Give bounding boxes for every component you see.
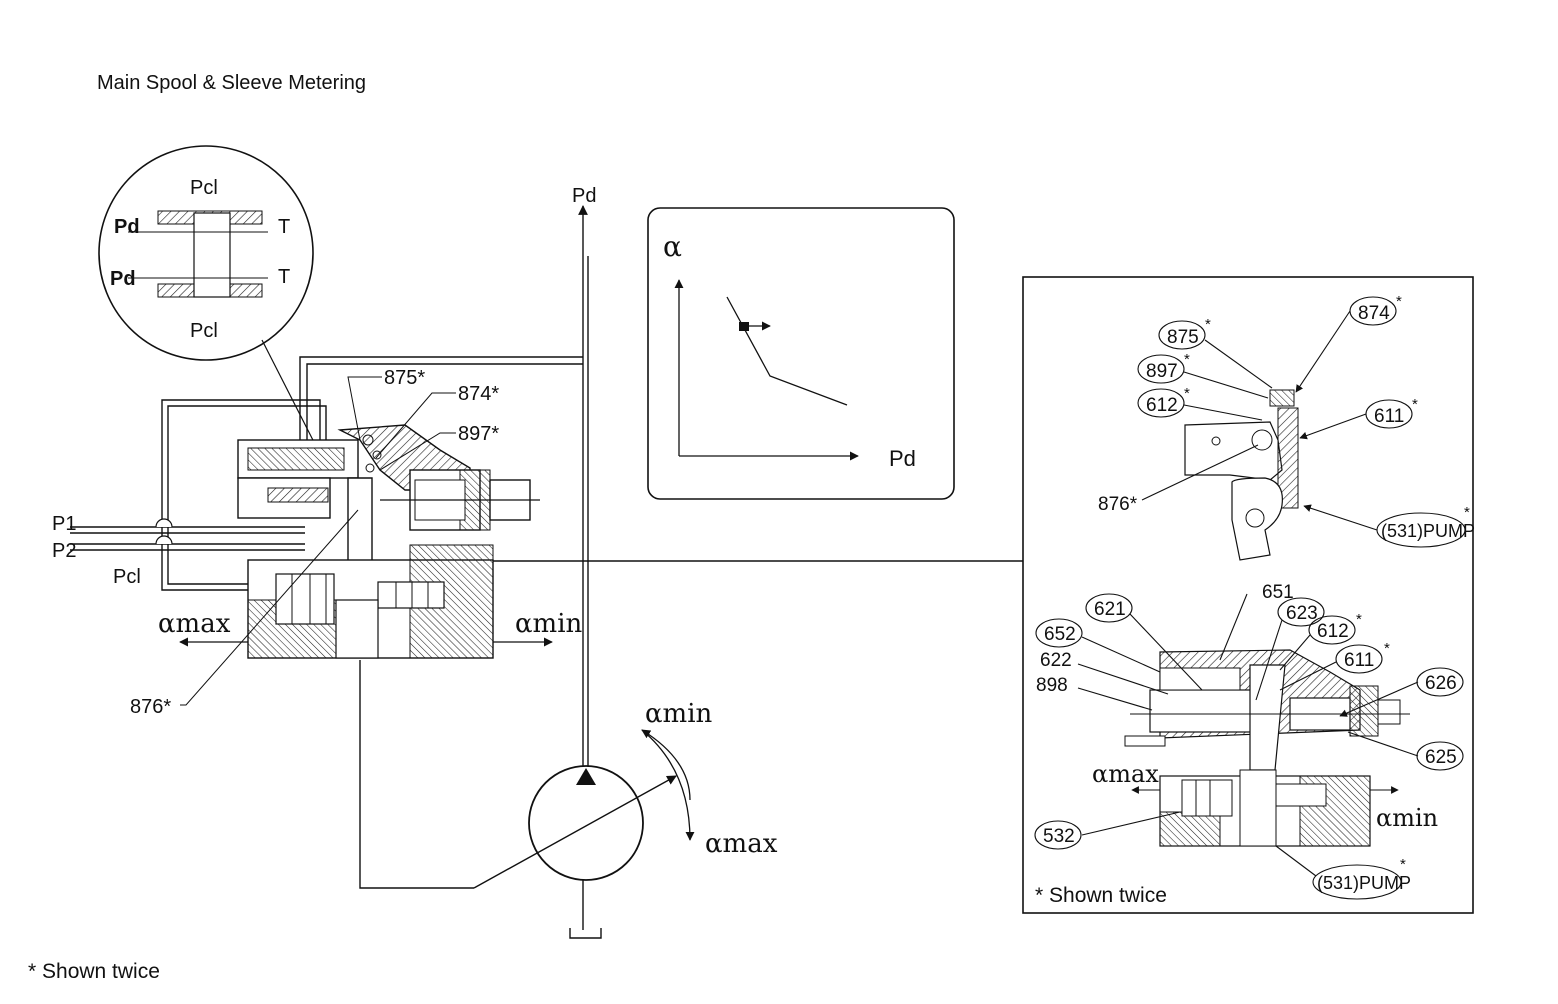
top-label-897: 897 <box>1146 361 1178 382</box>
graph-adjust-marker <box>739 322 749 331</box>
pd-top-label: Pd <box>114 216 140 238</box>
top-label-531-pump: (531)PUMP <box>1381 521 1475 541</box>
main-callouts: 875* 874* 897* 876* <box>130 367 499 718</box>
sec-alpha-max-label: αmax <box>1092 760 1159 788</box>
sec-label-898: 898 <box>1036 675 1068 696</box>
svg-text:*: * <box>1184 385 1190 402</box>
servo-direction-arrows: αmax αmin <box>158 609 583 647</box>
top-view-callouts <box>1137 296 1466 548</box>
pd-line-label: Pd <box>572 185 596 207</box>
sec-label-625: 625 <box>1425 747 1457 768</box>
t-top-label: T <box>278 216 290 238</box>
callout-874: 874* <box>458 383 499 405</box>
p2-label: P2 <box>52 540 76 562</box>
top-label-612: 612 <box>1146 395 1178 416</box>
pcl-top-label: Pcl <box>190 177 218 199</box>
callout-875: 875* <box>384 367 425 389</box>
svg-text:*: * <box>1205 316 1211 333</box>
section-view-callouts <box>1034 593 1464 900</box>
top-label-875: 875 <box>1167 327 1199 348</box>
graph-frame <box>647 207 955 500</box>
line-crossovers <box>155 518 173 545</box>
top-label-876: 876* <box>1098 494 1138 515</box>
svg-text:*: * <box>1400 856 1406 873</box>
top-label-611: 611 <box>1374 406 1404 427</box>
p1-label: P1 <box>52 513 76 535</box>
svg-text:*: * <box>1396 293 1402 310</box>
svg-text:*: * <box>1412 396 1418 413</box>
alpha-min-right-label: αmin <box>515 609 583 639</box>
pd-alpha-graph: α Pd <box>647 207 955 500</box>
pcl-label: Pcl <box>113 566 141 588</box>
sec-label-651: 651 <box>1262 582 1294 603</box>
pd-bottom-label: Pd <box>110 268 136 290</box>
section-view-labels: 651 621 623 612 * 652 622 611 * 898 626 … <box>1036 582 1457 893</box>
detail-leader <box>261 339 319 451</box>
sec-label-621: 621 <box>1094 599 1126 620</box>
sec-label-622: 622 <box>1040 650 1072 671</box>
top-view-labels: 875 * 897 * 612 * 874 * 611 * (531)PUMP … <box>1098 293 1475 541</box>
alpha-min-pump-label: αmin <box>645 699 713 729</box>
section-view-drawing <box>1124 649 1410 847</box>
hydraulic-lines <box>70 205 1023 889</box>
svg-text:*: * <box>1184 351 1190 368</box>
pcl-bottom-label: Pcl <box>190 320 218 342</box>
sec-label-652: 652 <box>1044 624 1076 645</box>
spool-land <box>193 212 231 298</box>
top-view-drawing <box>1184 389 1299 561</box>
page-footnote: * Shown twice <box>28 960 160 983</box>
sec-label-531-pump: (531)PUMP <box>1317 873 1411 893</box>
graph-y-label: α <box>663 230 682 263</box>
pump-symbol: αmin αmax <box>473 699 778 939</box>
svg-text:*: * <box>1464 504 1470 521</box>
page-title: Main Spool & Sleeve Metering <box>97 72 366 94</box>
sec-alpha-min-label: αmin <box>1376 804 1438 832</box>
spool-metering-detail: Pcl Pcl Pd Pd T T <box>98 145 319 451</box>
callout-876: 876* <box>130 696 171 718</box>
sec-label-626: 626 <box>1425 673 1457 694</box>
svg-text:*: * <box>1356 611 1362 628</box>
sec-label-623: 623 <box>1286 603 1318 624</box>
alpha-max-left-label: αmax <box>158 609 231 639</box>
callout-897: 897* <box>458 423 499 445</box>
top-label-874: 874 <box>1358 303 1390 324</box>
alpha-max-pump-label: αmax <box>705 829 778 859</box>
regulator-body <box>237 424 540 659</box>
sec-label-612: 612 <box>1317 621 1349 642</box>
t-bottom-label: T <box>278 266 290 288</box>
graph-x-label: Pd <box>889 446 916 471</box>
detail-circle <box>98 145 314 361</box>
sec-label-611: 611 <box>1344 650 1374 671</box>
panel-footnote: * Shown twice <box>1035 884 1167 907</box>
sec-label-532: 532 <box>1043 826 1075 847</box>
detail-panel: 875 * 897 * 612 * 874 * 611 * (531)PUMP … <box>1022 276 1475 914</box>
svg-text:*: * <box>1384 640 1390 657</box>
